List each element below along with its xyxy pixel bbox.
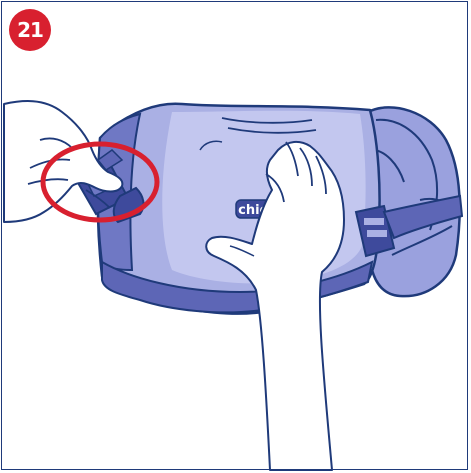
seat-cover-illustration: chicco bbox=[0, 0, 471, 473]
